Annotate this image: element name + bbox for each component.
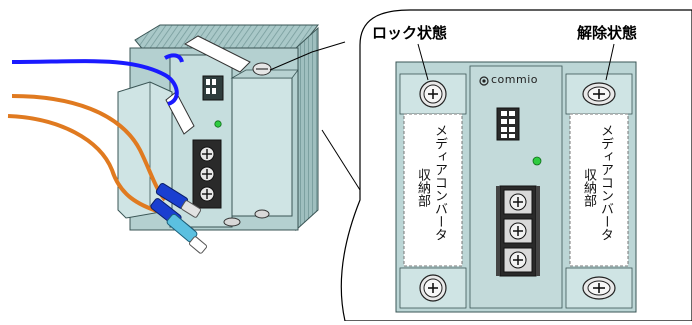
locked-arrow	[417, 43, 429, 81]
brand-name: commio	[491, 73, 538, 86]
bay-left	[403, 113, 463, 267]
terminal-screw-1	[503, 189, 533, 215]
fiber-connector-3	[166, 213, 208, 254]
screw-top-right	[582, 82, 616, 106]
callout-pointer-bottom	[321, 129, 361, 191]
orange-cable-2	[7, 114, 161, 214]
screw-top-left	[419, 80, 447, 108]
callout-pointer-top	[269, 41, 346, 71]
terminal-screw-2	[503, 218, 533, 244]
bay-right-label-line2: 収納部	[581, 168, 596, 207]
released-arrow	[605, 43, 615, 81]
brand-logo-icon	[479, 76, 489, 86]
released-state-label: 解除状態	[577, 24, 638, 42]
front-panel-enlarged	[395, 61, 637, 313]
bay-right	[569, 113, 629, 267]
blue-cable	[11, 59, 179, 106]
status-led	[532, 156, 542, 166]
led-side	[214, 120, 222, 128]
fiber-connector-1	[155, 183, 202, 218]
latch-tube	[183, 35, 251, 73]
terminal-screw-3	[503, 247, 533, 273]
bay-left-label-line2: 収納部	[415, 168, 430, 207]
orange-cable-1	[11, 94, 167, 202]
bay-right-label-line1: メディアコンバータ	[598, 124, 613, 241]
locked-state-label: ロック状態	[372, 24, 448, 42]
bay-left-label-line1: メディアコンバータ	[432, 124, 447, 241]
screw-bottom-left	[419, 274, 447, 302]
cables	[7, 53, 208, 254]
screw-bottom-right	[582, 276, 616, 300]
